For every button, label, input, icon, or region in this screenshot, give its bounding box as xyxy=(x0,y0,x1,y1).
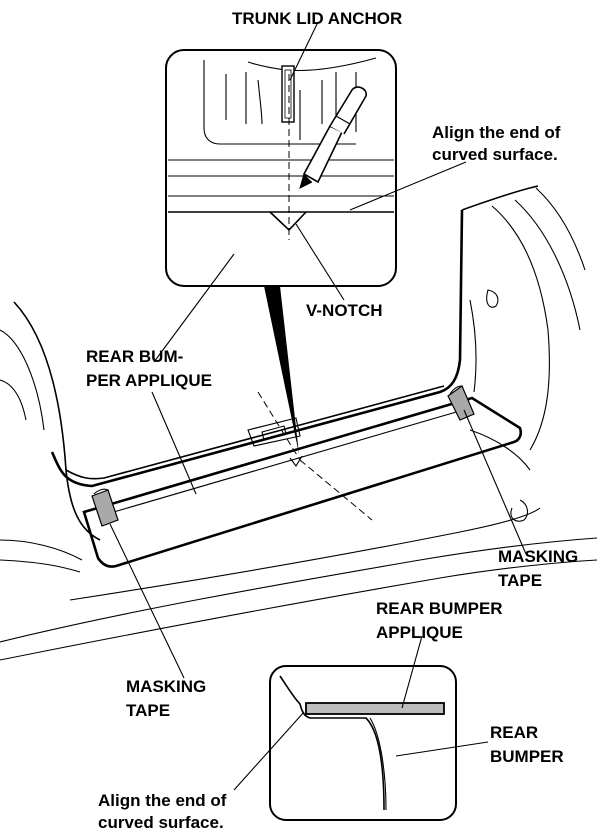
label-v-notch: V-NOTCH xyxy=(306,301,383,320)
label-rear-bumper-applique-line2: PER APPLIQUE xyxy=(86,371,212,390)
callout-pointer xyxy=(264,286,299,454)
detail-box-bottom xyxy=(269,665,457,821)
label-masking-tape-left-line1: MASKING xyxy=(126,677,206,696)
label-align-bottom-line2: curved surface. xyxy=(98,813,224,832)
leader-lines xyxy=(109,21,527,791)
label-trunk-lid-anchor: TRUNK LID ANCHOR xyxy=(232,9,402,28)
label-rear-bumper-line1: REAR xyxy=(490,723,538,742)
applique-on-car xyxy=(82,396,523,568)
label-rear-bumper-applique-detail-line2: APPLIQUE xyxy=(376,623,463,642)
label-masking-tape-right-line2: TAPE xyxy=(498,571,542,590)
label-rear-bumper-applique-line1: REAR BUM- xyxy=(86,347,183,366)
label-align-top-line2: curved surface. xyxy=(432,145,558,164)
applique-strip xyxy=(305,702,445,715)
label-rear-bumper-applique-detail-line1: REAR BUMPER xyxy=(376,599,503,618)
masking-tape-left xyxy=(91,488,119,527)
label-align-top-line1: Align the end of xyxy=(432,123,561,142)
detail-box-top xyxy=(165,49,397,287)
car-body xyxy=(0,185,597,661)
label-align-bottom-line1: Align the end of xyxy=(98,791,227,810)
label-rear-bumper-line2: BUMPER xyxy=(490,747,564,766)
label-masking-tape-left-line2: TAPE xyxy=(126,701,170,720)
masking-tape-right xyxy=(447,385,475,421)
label-masking-tape-right-line1: MASKING xyxy=(498,547,578,566)
marker-pen-icon xyxy=(299,86,367,189)
